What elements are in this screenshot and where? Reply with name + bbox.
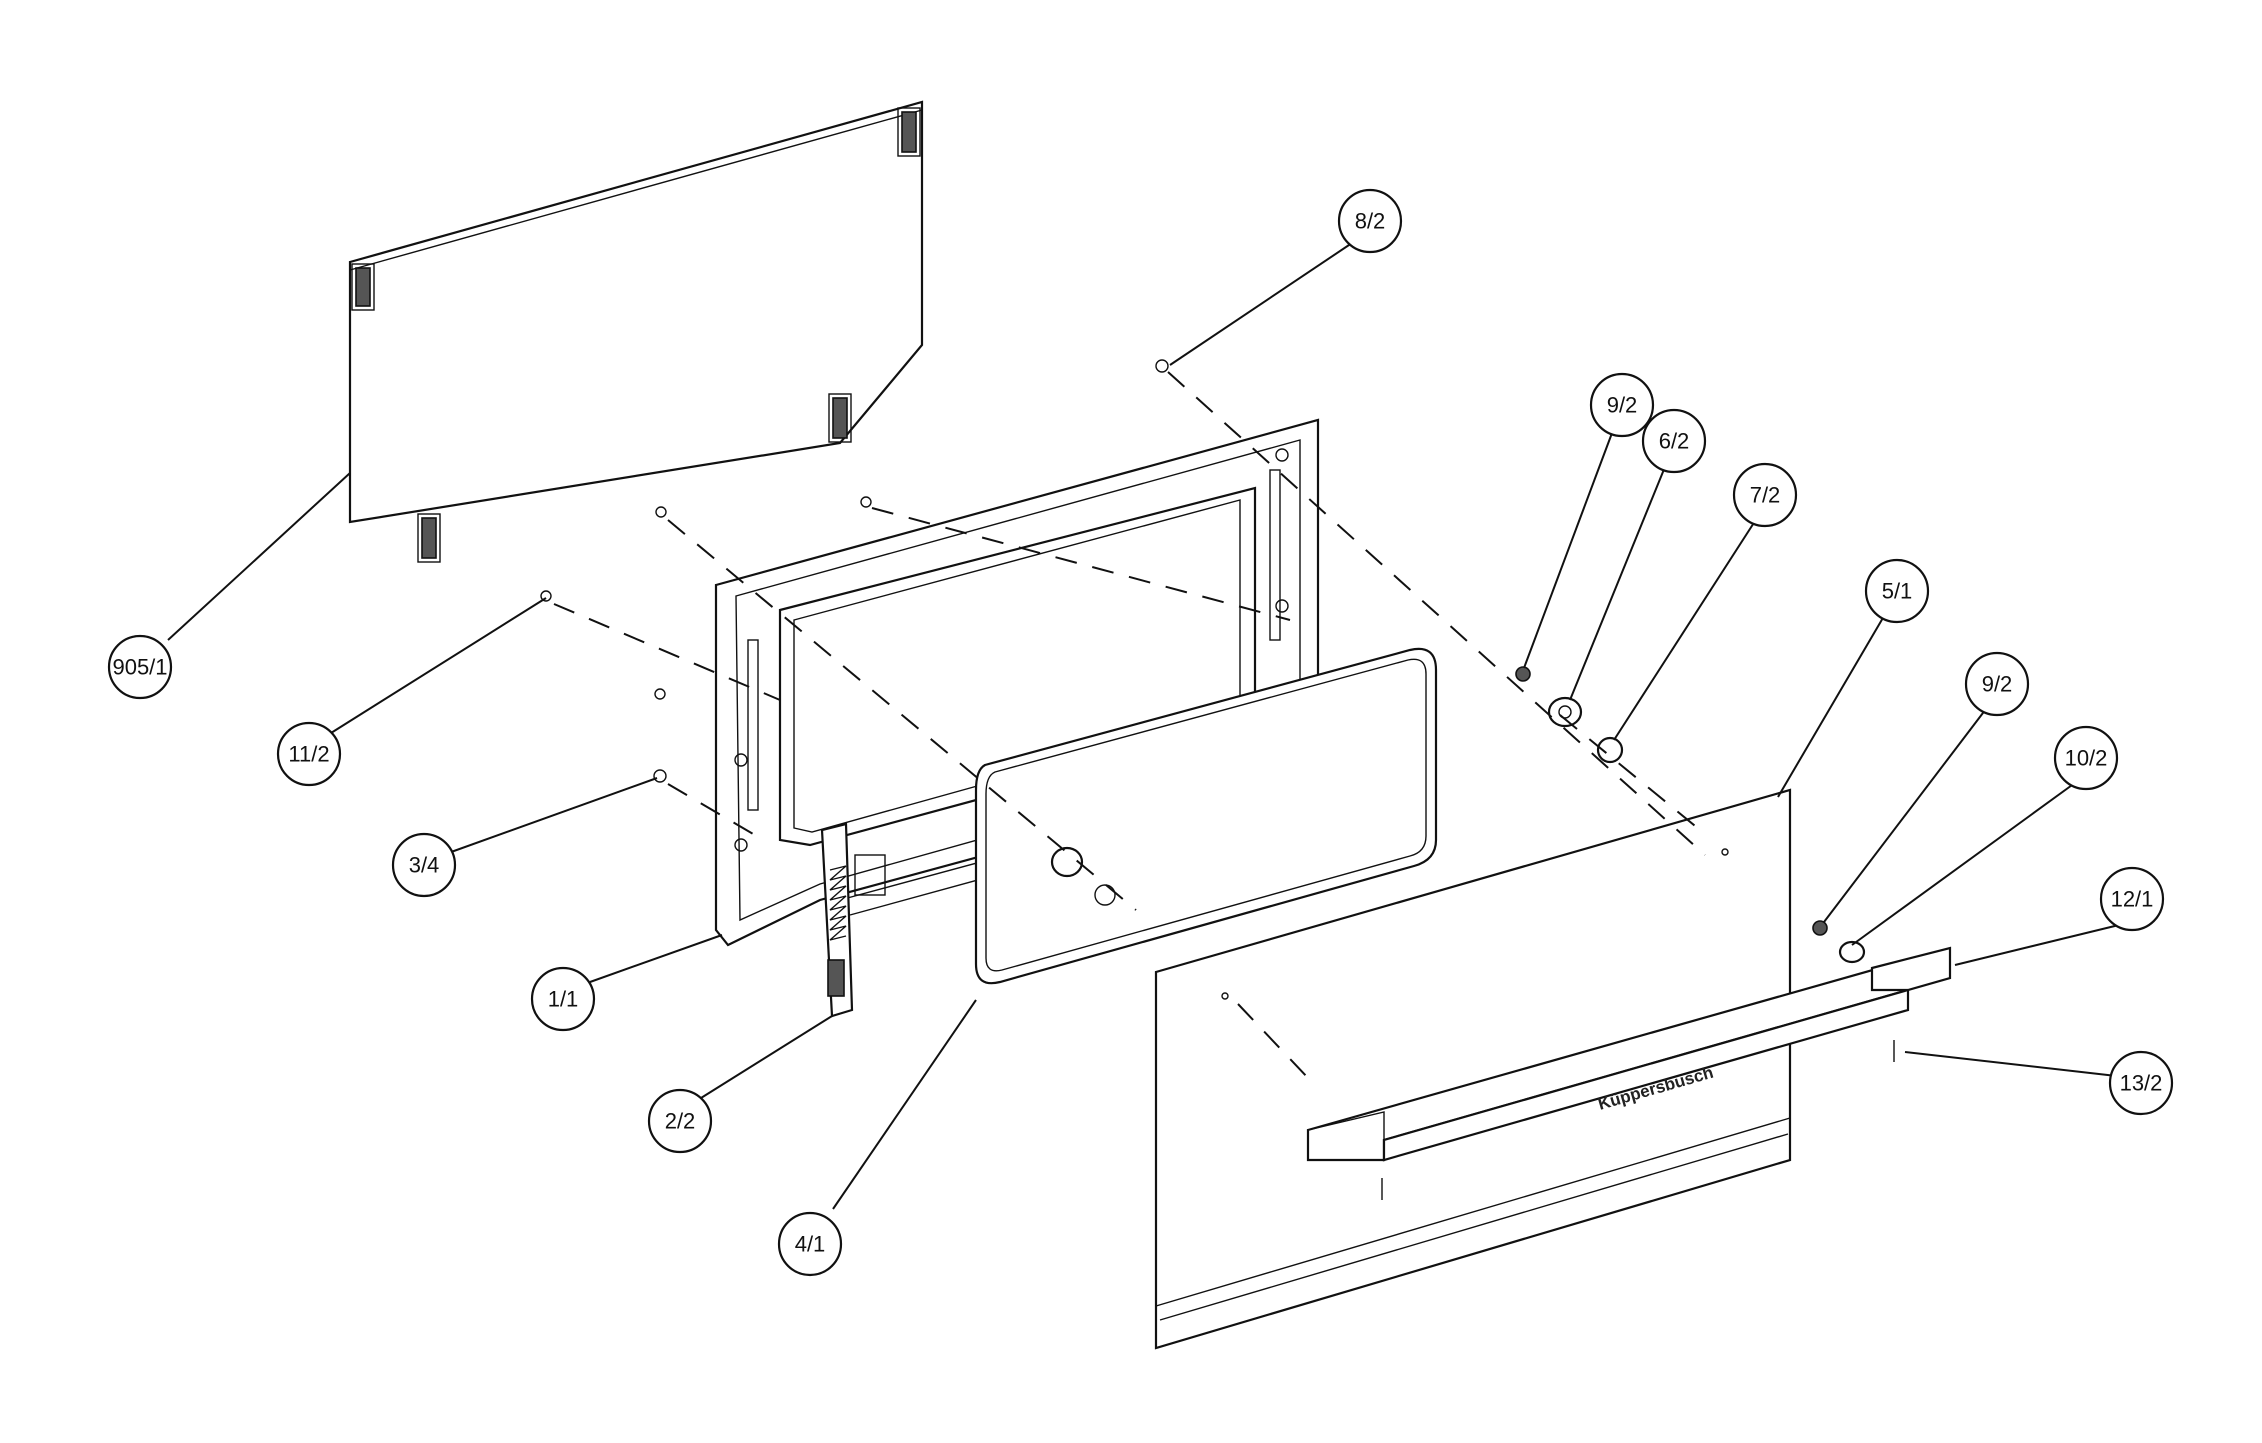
- callout-1-1: 1/1: [530, 966, 596, 1032]
- callout-7-2-label: 7/2: [1750, 483, 1781, 508]
- callout-905-1-label: 905/1: [112, 655, 167, 680]
- leader-lines: [167, 242, 2135, 1210]
- callout-9-2-b: 9/2: [1964, 651, 2030, 717]
- callout-1-1-label: 1/1: [548, 987, 579, 1012]
- rear-glass-panel: [348, 100, 924, 563]
- callout-10-2-label: 10/2: [2065, 746, 2108, 771]
- callout-13-2-label: 13/2: [2120, 1071, 2163, 1096]
- callout-7-2: 7/2: [1732, 462, 1798, 528]
- callout-3-4: 3/4: [391, 832, 457, 898]
- callout-8-2: 8/2: [1337, 188, 1403, 254]
- hinge-left: [820, 822, 854, 1018]
- callout-4-1-label: 4/1: [795, 1232, 826, 1257]
- callout-8-2-label: 8/2: [1355, 209, 1386, 234]
- callout-12-1-label: 12/1: [2111, 887, 2154, 912]
- callout-3-4-label: 3/4: [409, 853, 440, 878]
- door-seal-gasket: [974, 647, 1438, 985]
- callout-6-2-label: 6/2: [1659, 429, 1690, 454]
- callout-905-1: 905/1: [107, 634, 173, 700]
- callout-6-2: 6/2: [1641, 408, 1707, 474]
- fasteners: [540, 359, 1866, 1119]
- callout-5-1-label: 5/1: [1882, 579, 1913, 604]
- callout-13-2: 13/2: [2108, 1050, 2174, 1116]
- callout-12-1: 12/1: [2099, 866, 2165, 932]
- callout-2-2-label: 2/2: [665, 1109, 696, 1134]
- callout-10-2: 10/2: [2053, 725, 2119, 791]
- assembly-axis-lines: [553, 371, 1706, 1081]
- callout-2-2: 2/2: [647, 1088, 713, 1154]
- callout-9-2-a-label: 9/2: [1607, 393, 1638, 418]
- callout-9-2-b-label: 9/2: [1982, 672, 2013, 697]
- outer-glass-panel: [1154, 788, 1792, 1350]
- callout-11-2-label: 11/2: [288, 742, 329, 767]
- callout-4-1: 4/1: [777, 1211, 843, 1277]
- callout-5-1: 5/1: [1864, 558, 1930, 624]
- callout-9-2-a: 9/2: [1589, 372, 1655, 438]
- callout-11-2: 11/2: [276, 721, 342, 787]
